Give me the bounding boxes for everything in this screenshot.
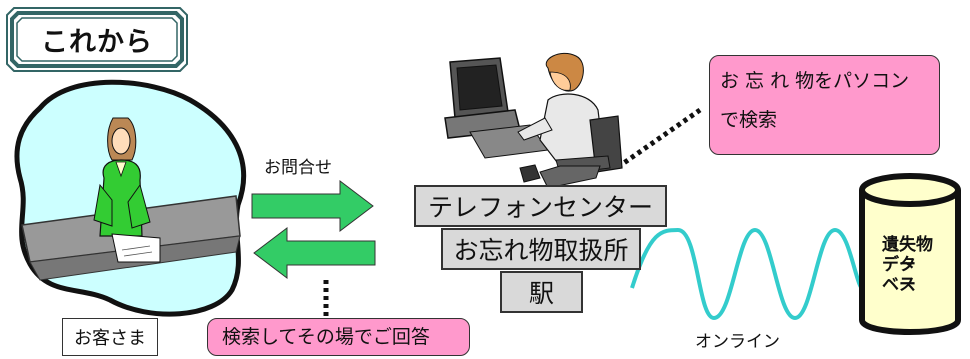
- database-label-line2: デー: [882, 255, 916, 275]
- database-label-line4: ベー: [882, 275, 916, 295]
- dotted-connector-pc: [616, 107, 702, 170]
- title: これから: [41, 27, 153, 58]
- station-box: 駅: [500, 271, 583, 313]
- customer-figure: [93, 117, 161, 263]
- database-label-line5: ス: [899, 275, 916, 295]
- callout-pc-search-line1: お 忘 れ 物をパソコン: [720, 70, 910, 92]
- arrow-left: [253, 226, 376, 280]
- title-frame: [6, 7, 188, 72]
- callout-pc-search: お 忘 れ 物をパソコン で検索: [709, 55, 940, 155]
- database-label: 遺失物 デー タ ベー ス: [882, 235, 933, 295]
- callout-answer: 検索してその場でご回答: [207, 318, 470, 356]
- customer-blob: [14, 79, 247, 317]
- callout-pc-search-line2: で検索: [720, 109, 778, 131]
- inquiry-label: お問合せ: [264, 158, 332, 178]
- database-label-line3: タ: [899, 255, 916, 275]
- telephone-center-box: テレフォンセンター: [414, 185, 667, 227]
- lost-property-office-box: お忘れ物取扱所: [441, 228, 641, 270]
- database-cylinder: [859, 173, 961, 335]
- online-wave: [630, 227, 866, 321]
- operator-figure: [444, 52, 623, 189]
- arrow-right: [251, 179, 374, 233]
- customer-label: お客さま: [62, 318, 158, 356]
- database-label-line1: 遺失物: [882, 235, 933, 255]
- online-label: オンライン: [695, 332, 780, 352]
